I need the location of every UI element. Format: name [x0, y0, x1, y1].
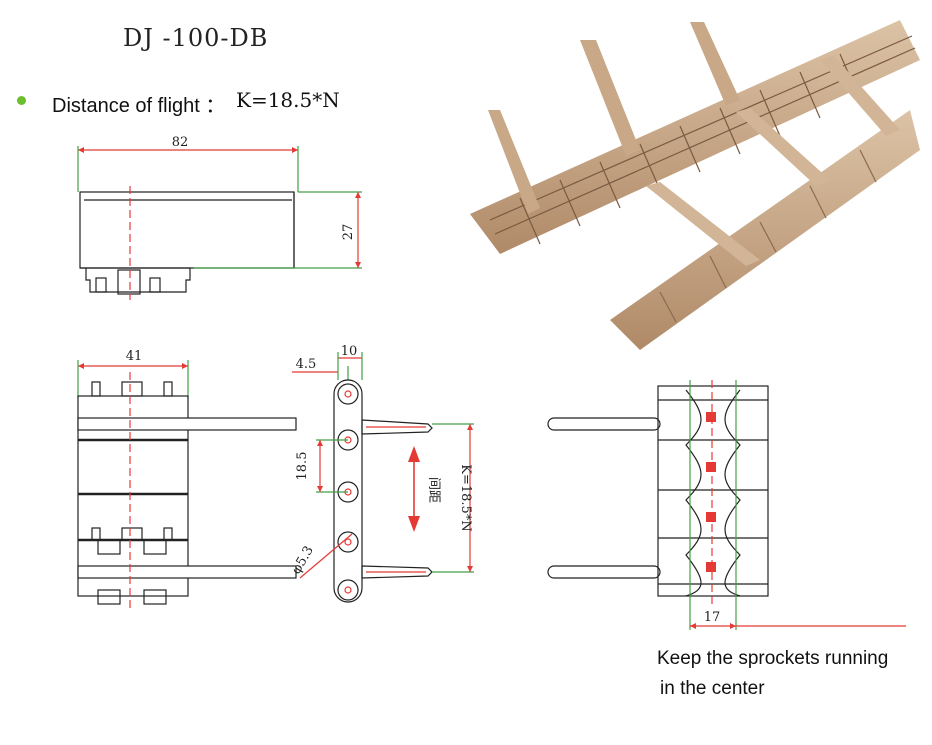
top-view	[77, 146, 362, 300]
dim-4-5-label: 4.5	[296, 357, 317, 372]
dim-41-label: 41	[126, 349, 143, 364]
dim-82-label: 82	[172, 135, 189, 150]
dim-flight-pitch-label: K=18.5*N	[458, 464, 473, 531]
flight-distance-label: Distance of flight ：	[52, 95, 226, 117]
flight-distance-value: K=18.5*N	[236, 88, 340, 112]
note-line-1: Keep the sprockets running	[657, 648, 889, 669]
dim-hole-diameter-label: φ5.3	[289, 544, 317, 577]
front-view	[77, 360, 297, 610]
dim-18-5-label: 18.5	[295, 452, 310, 481]
dim-27-label: 27	[341, 224, 356, 241]
bullet-icon	[17, 96, 26, 105]
bottom-view	[547, 380, 906, 630]
diagram-title: DJ -100-DB	[123, 24, 269, 52]
dim-spacing-label: 间距	[426, 477, 441, 503]
dim-10-label: 10	[341, 344, 358, 359]
note-line-2: in the center	[660, 678, 765, 699]
side-chain-view	[292, 352, 474, 603]
product-photo	[470, 20, 920, 350]
dim-17-label: 17	[704, 610, 721, 625]
